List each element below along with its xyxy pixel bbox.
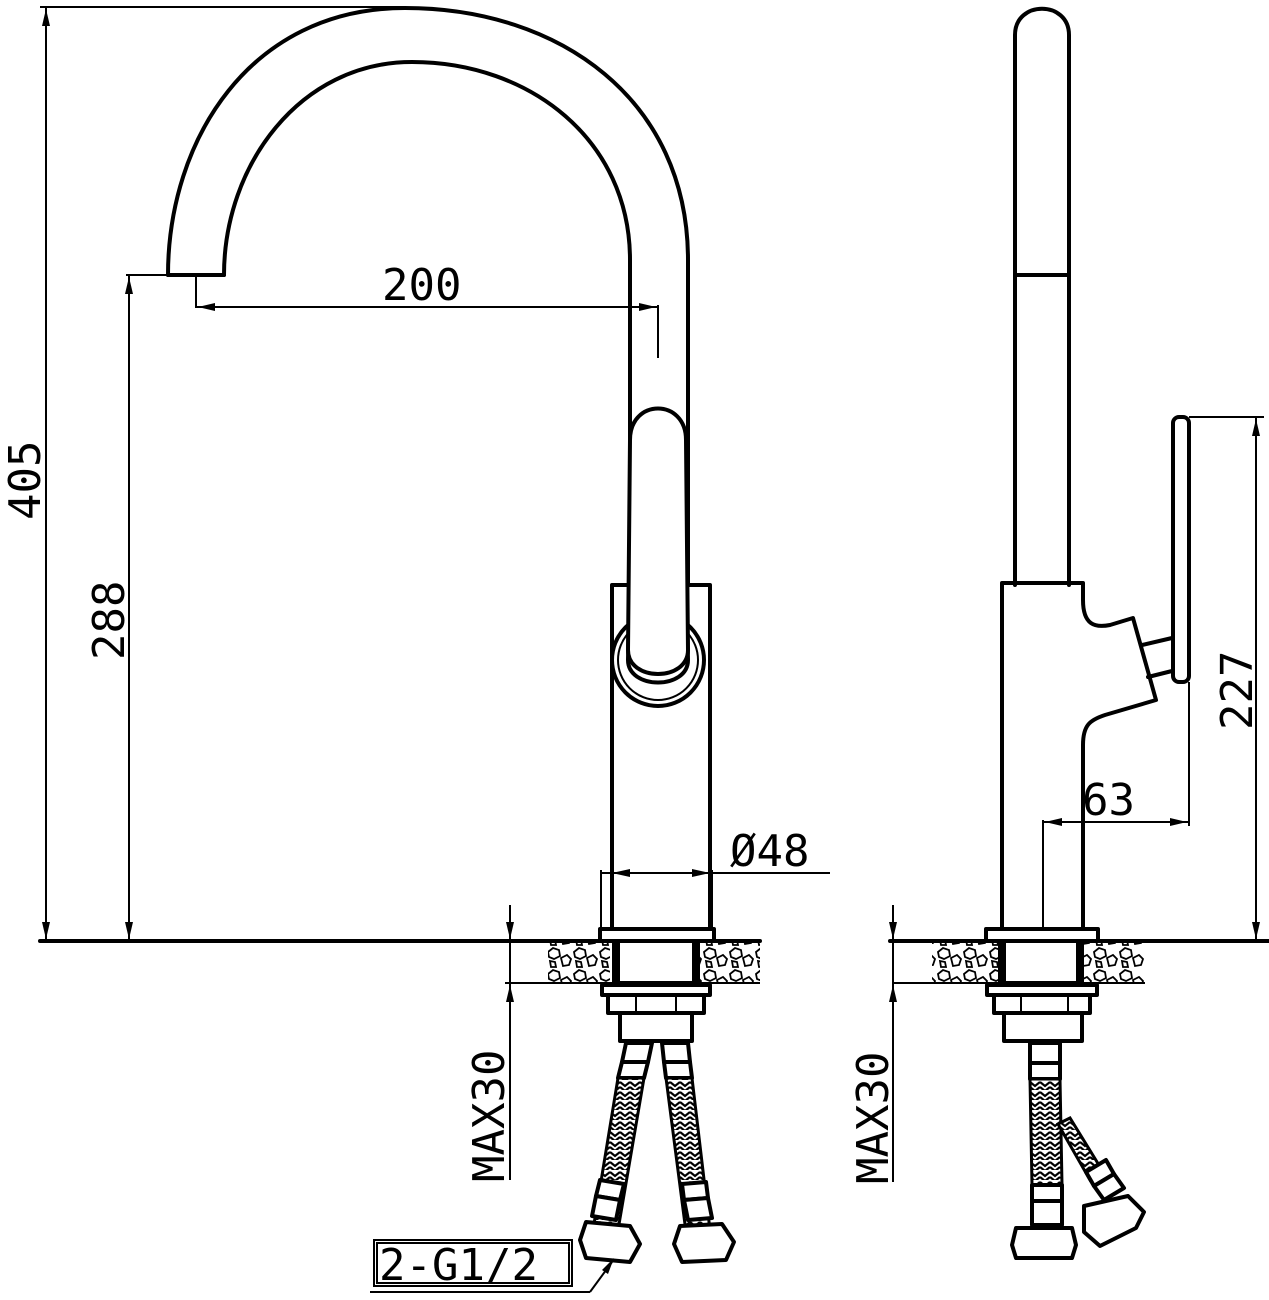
dimension-spout-clearance: 288	[84, 274, 168, 941]
spout-inner-outline	[222, 60, 632, 587]
dimension-side-handle-height: 227	[1189, 416, 1264, 941]
dimension-spout-reach: 200	[195, 260, 659, 358]
max-deck-front-label: MAX30	[464, 1050, 515, 1182]
shank-lower	[618, 1011, 694, 1043]
max-deck-side-label: MAX30	[848, 1052, 899, 1184]
hex-nut-left	[578, 1220, 642, 1264]
countertop-right	[700, 941, 760, 983]
dimension-max-deck-side: MAX30	[848, 905, 899, 1184]
side-handle-offset-label: 63	[1082, 775, 1135, 826]
dimension-total-height: 405	[0, 6, 405, 941]
side-body	[1000, 581, 1158, 932]
spout-outer-outline	[166, 6, 690, 587]
faucet-body	[610, 583, 712, 932]
side-hex-nut-2	[1082, 1194, 1146, 1248]
side-view: 227 63 MAX30	[848, 6, 1269, 1260]
side-spout	[1013, 6, 1071, 587]
side-supply-hoses	[1010, 1041, 1146, 1260]
side-countertop-left	[932, 941, 1002, 983]
dimension-max-deck-front: MAX30	[464, 905, 515, 1182]
supply-hose-left	[578, 1041, 654, 1264]
hex-nut-right	[672, 1222, 736, 1264]
mounting-shank	[615, 939, 697, 985]
base-diameter-label: Ø48	[730, 826, 809, 877]
countertop-left	[548, 941, 610, 983]
spout-clearance-label: 288	[84, 581, 135, 660]
supply-hose-right	[660, 1041, 736, 1264]
side-countertop-right	[1083, 941, 1145, 983]
side-hex-nut-1	[1010, 1226, 1078, 1260]
side-lock-nut	[992, 993, 1092, 1015]
dimension-side-handle-offset: 63	[1042, 682, 1190, 930]
dimension-base-diameter: Ø48	[600, 826, 830, 930]
total-height-label: 405	[0, 441, 51, 520]
hose-connection-label: 2-G1/2	[379, 1240, 538, 1291]
side-handle-height-label: 227	[1212, 651, 1263, 730]
lock-nut	[606, 993, 706, 1015]
spout-reach-label: 200	[382, 260, 461, 311]
side-handle-plate	[1171, 415, 1191, 684]
front-view: 405 288 200 Ø48	[0, 6, 830, 1293]
hose-connection-callout: 2-G1/2	[370, 1239, 614, 1293]
